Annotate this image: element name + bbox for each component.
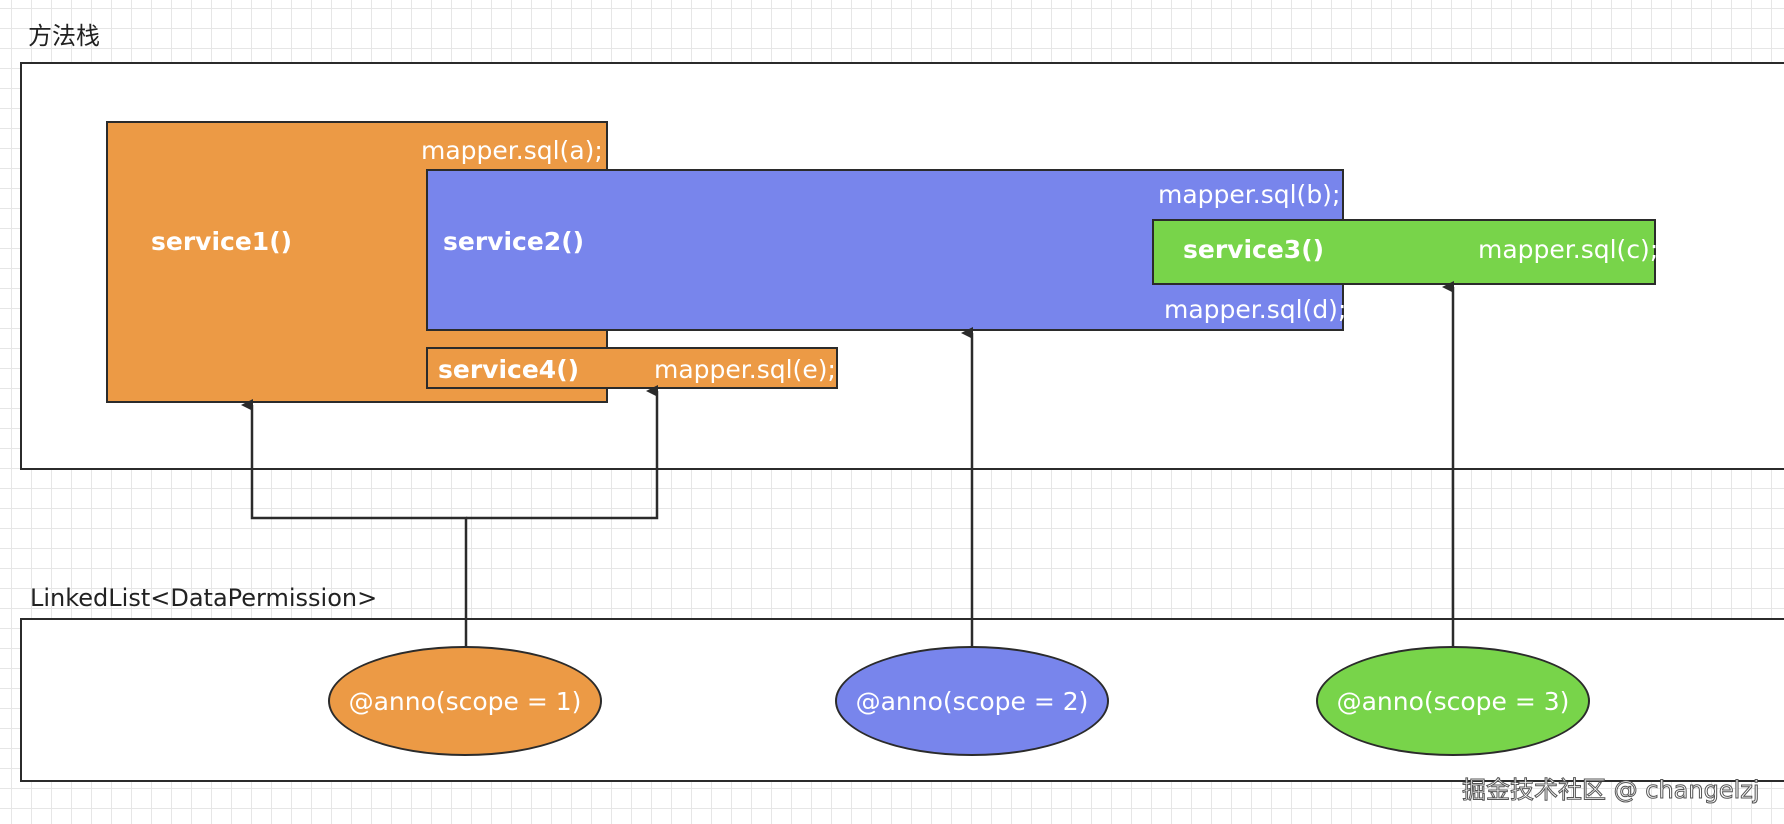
watermark-text: 掘金技术社区 @ changelzj [1462, 776, 1761, 805]
service2-label: service2() [443, 227, 585, 256]
service3-label: service3() [1183, 235, 1325, 264]
linked-list-label: LinkedList<DataPermission> [30, 584, 378, 612]
service3-sql-c: mapper.sql(c); [1478, 235, 1659, 264]
service4-label: service4() [438, 355, 580, 384]
service1-sql-a: mapper.sql(a); [421, 136, 603, 165]
anno-scope-3-node: @anno(scope = 3) [1316, 646, 1590, 756]
service2-sql-b: mapper.sql(b); [1158, 180, 1341, 209]
service4-sql-e: mapper.sql(e); [654, 355, 836, 384]
anno-scope-2-label: @anno(scope = 2) [855, 686, 1089, 716]
service2-sql-d: mapper.sql(d); [1164, 295, 1347, 324]
anno-scope-3-label: @anno(scope = 3) [1336, 686, 1570, 716]
service1-label: service1() [151, 227, 293, 256]
service3-block: service3() mapper.sql(c); [1152, 219, 1659, 285]
anno-scope-2-node: @anno(scope = 2) [835, 646, 1109, 756]
arrow-anno1-to-service4 [466, 385, 659, 520]
method-stack-label: 方法栈 [28, 22, 100, 50]
anno-scope-1-node: @anno(scope = 1) [328, 646, 602, 756]
anno-scope-1-label: @anno(scope = 1) [348, 686, 582, 716]
arrow-anno1-to-service1 [241, 399, 468, 646]
service4-block: service4() mapper.sql(e); [426, 347, 838, 389]
